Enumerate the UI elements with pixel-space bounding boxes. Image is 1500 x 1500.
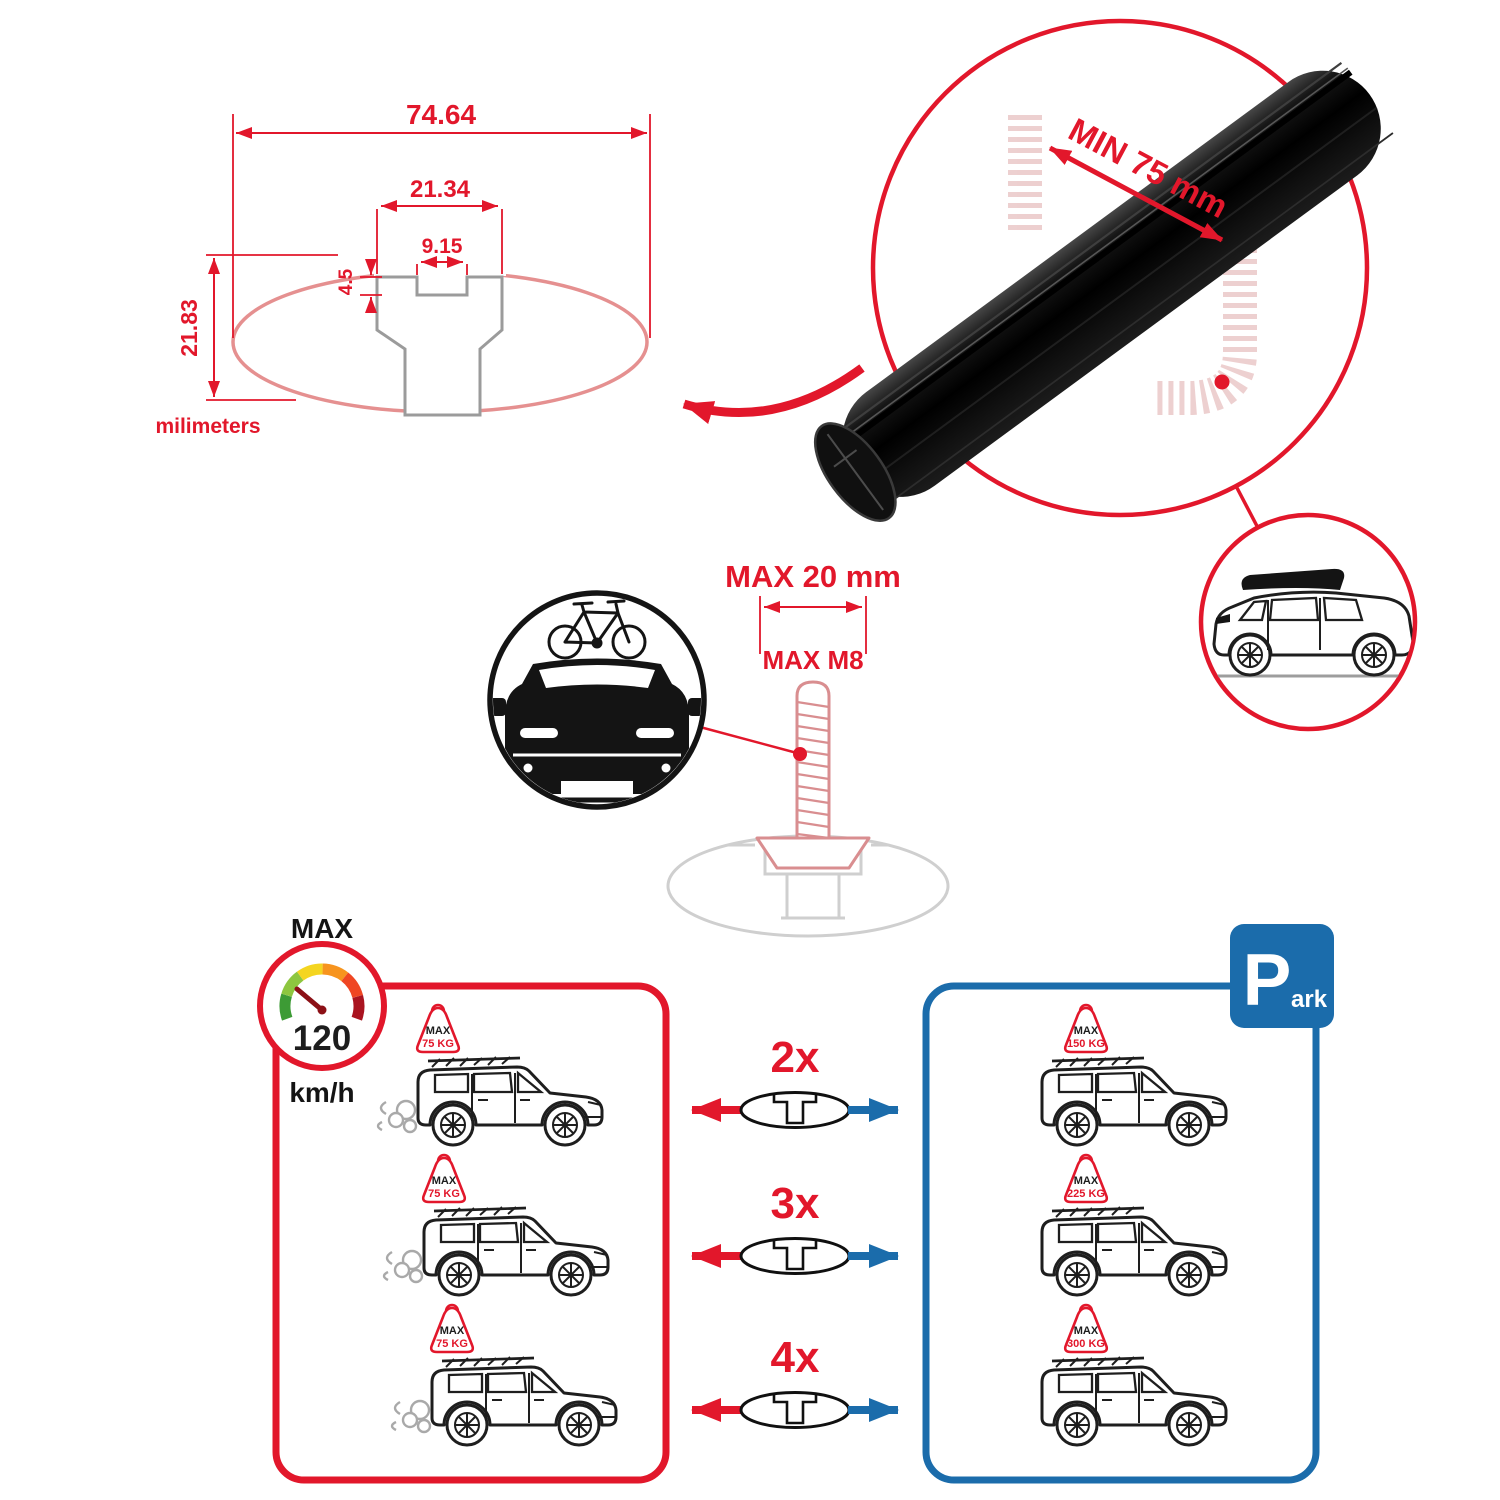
circle-connector-line — [1234, 485, 1260, 529]
parking-sign: P ark — [1230, 924, 1334, 1028]
parking-badge-1: MAX 150 KG — [1063, 1003, 1109, 1054]
suv-roofbox-inset — [1198, 512, 1418, 732]
driving-badge-1: MAX 75 KG — [415, 1003, 461, 1054]
driving-badge-2: MAX 75 KG — [421, 1153, 467, 1204]
qty-label: 4x — [771, 1333, 820, 1382]
parking-badge-3: MAX 300 KG — [1063, 1303, 1109, 1354]
roof-box — [1241, 568, 1345, 590]
t-bolt — [755, 680, 871, 870]
badge-load-value: 75 KG — [436, 1338, 468, 1350]
tape-measure-ghost — [1008, 115, 1257, 415]
parking-badge-2: MAX 225 KG — [1063, 1153, 1109, 1204]
badge-load-value: 75 KG — [428, 1188, 460, 1200]
headlight — [1216, 614, 1230, 624]
left-headlight — [520, 728, 558, 738]
dim-slot-width: 9.15 — [422, 235, 463, 258]
min-span-arrow — [1048, 145, 1224, 243]
speed-gauge-arc — [279, 963, 365, 1021]
t-slot-profile — [375, 275, 504, 417]
tbolt-diagram: MAX 20 mm MAX M8 — [666, 559, 950, 938]
speed-value: 120 — [293, 1019, 351, 1058]
driving-badge-3: MAX 75 KG — [429, 1303, 475, 1354]
cross-section-diagram: 74.64 21.34 9.15 4.5 21.83 milimeters — [155, 99, 651, 438]
dim-profile-height: 21.83 — [176, 299, 202, 357]
parking-sign-square — [1230, 924, 1334, 1028]
badge-max-label: MAX — [432, 1175, 457, 1187]
pointer-arrow-to-diagram — [682, 364, 865, 424]
badge-max-label: MAX — [1074, 1175, 1099, 1187]
detail-circle — [870, 18, 1370, 518]
speed-unit: km/h — [289, 1077, 354, 1108]
badge-max-label: MAX — [1074, 1325, 1099, 1337]
parking-letter: P — [1243, 940, 1292, 1021]
badge-load-value: 150 KG — [1067, 1038, 1105, 1050]
bike-car-inset — [487, 590, 707, 810]
leader-line — [699, 725, 798, 755]
bar-qty-row-2: 3x — [691, 1179, 899, 1275]
qty-label: 2x — [771, 1033, 820, 1082]
crossbar-detail: MIN 75 mm — [813, 18, 1394, 522]
dim-slot-depth: 4.5 — [336, 268, 357, 295]
bolt-threads — [796, 700, 830, 840]
badge-load-value: 75 KG — [422, 1038, 454, 1050]
bicycle — [547, 599, 647, 660]
right-mirror — [688, 698, 701, 716]
leader-dot — [793, 747, 807, 761]
badge-max-label: MAX — [440, 1325, 465, 1337]
bar-qty-row-1: 2x — [691, 1033, 899, 1129]
qty-label: 3x — [771, 1179, 820, 1228]
dim-total-width: 74.64 — [406, 99, 476, 130]
bolt-max-thread-label: MAX M8 — [762, 645, 863, 675]
gauge-needle — [294, 986, 325, 1013]
speedometer: MAX 120 km/h — [257, 913, 387, 1108]
right-headlight — [636, 728, 674, 738]
bar-qty-row-3: 4x — [691, 1333, 899, 1429]
speed-max-label: MAX — [291, 913, 354, 944]
parking-suffix: ark — [1291, 986, 1328, 1013]
bolt-t-head — [755, 836, 871, 870]
dim-channel-width: 21.34 — [410, 176, 471, 203]
units-label: milimeters — [155, 415, 260, 438]
badge-load-value: 300 KG — [1067, 1338, 1105, 1350]
badge-max-label: MAX — [426, 1025, 451, 1037]
badge-max-label: MAX — [1074, 1025, 1099, 1037]
crossbar-render — [813, 62, 1394, 522]
tape-dot — [1214, 374, 1230, 390]
badge-load-value: 225 KG — [1067, 1188, 1105, 1200]
bolt-max-width-label: MAX 20 mm — [725, 559, 901, 594]
left-mirror — [493, 698, 506, 716]
